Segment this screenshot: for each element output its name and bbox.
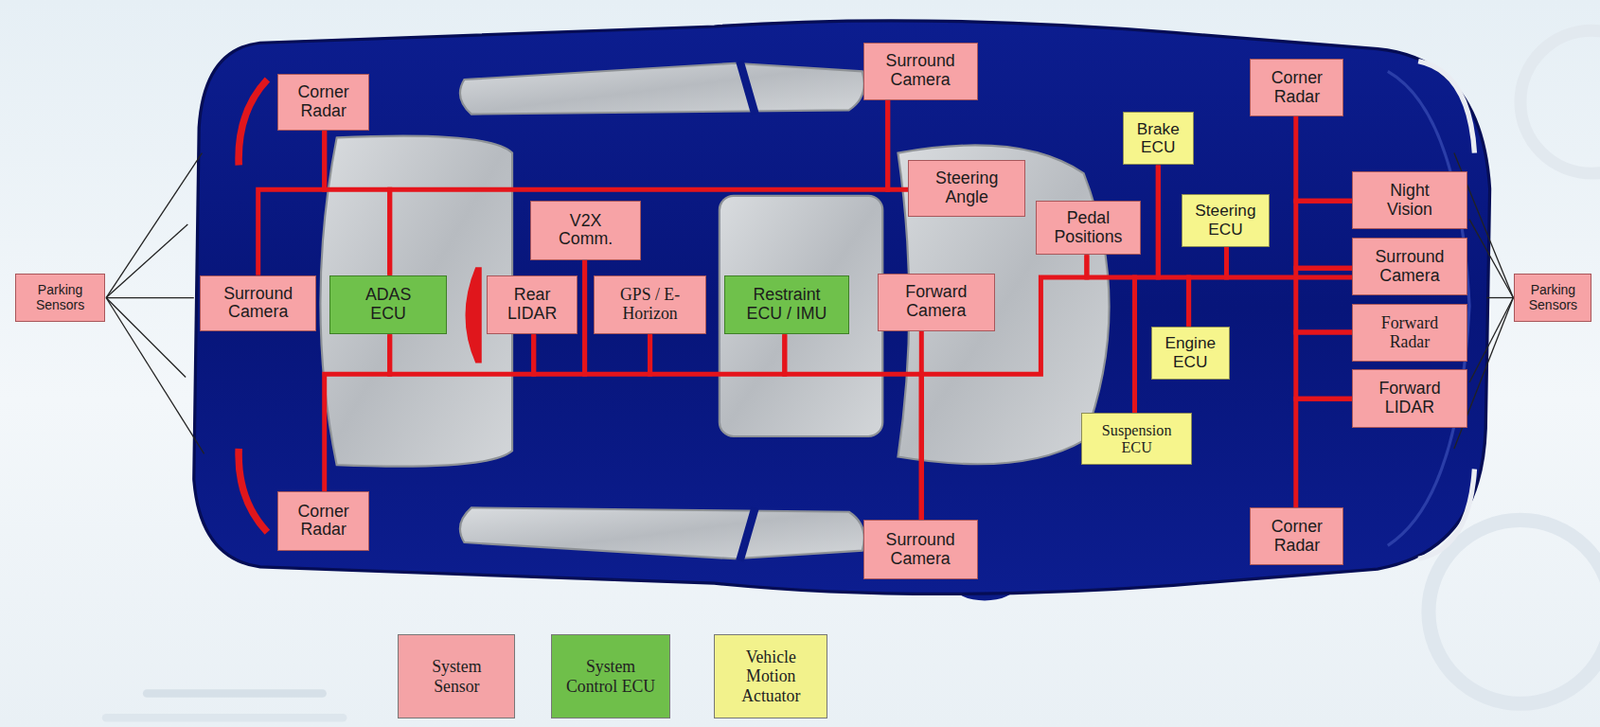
bus-wire: [324, 130, 391, 276]
tail-light: [238, 79, 267, 165]
node-label: Parking Sensors: [24, 283, 96, 313]
sensor-box: Night Vision: [1351, 171, 1468, 230]
sensor-box: Rear LIDAR: [486, 275, 578, 335]
legend-label: System Control ECU: [562, 657, 659, 696]
bus-wire: [258, 130, 325, 276]
faint-bar: [142, 689, 327, 698]
sensor-box: Corner Radar: [1249, 58, 1344, 116]
bus-wire: [1296, 200, 1352, 268]
bus-wire: [1296, 116, 1352, 201]
control-ecu-box: Restraint ECU / IMU: [724, 275, 849, 335]
node-label: V2X Comm.: [554, 212, 617, 250]
bus-wire: [1226, 247, 1353, 278]
node-label: Corner Radar: [1258, 69, 1335, 107]
sensor-box: Pedal Positions: [1035, 200, 1141, 255]
node-label: Rear LIDAR: [501, 285, 564, 324]
sensor-box: Surround Camera: [863, 42, 978, 100]
node-label: ADAS ECU: [357, 285, 420, 324]
bus-wire: [1086, 254, 1136, 413]
legend-label: Vehicle Motion Actuator: [725, 647, 818, 706]
actuator-box: Engine ECU: [1151, 326, 1230, 380]
sunroof: [719, 195, 883, 437]
sensor-box: GPS / E-Horizon: [593, 275, 707, 335]
sensor-box: Forward LIDAR: [1351, 369, 1468, 428]
sensor-box: Surround Camera: [199, 275, 317, 332]
control-ecu-box: ADAS ECU: [329, 275, 447, 335]
car-body: [194, 20, 1491, 595]
bus-wire: [1296, 267, 1352, 333]
sensor-box: Steering Angle: [907, 160, 1026, 217]
node-label: Pedal Positions: [1045, 209, 1133, 248]
sensor-box: Forward Radar: [1351, 303, 1468, 362]
node-label: Engine ECU: [1159, 334, 1222, 372]
sensor-box: Surround Camera: [863, 519, 978, 579]
node-label: Steering Angle: [921, 169, 1014, 208]
faint-gear: [1428, 519, 1600, 704]
sensor-box: Surround Camera: [1351, 237, 1468, 296]
node-label: Surround Camera: [876, 52, 964, 90]
node-label: Steering ECU: [1187, 201, 1264, 239]
bus-wire: [1296, 332, 1352, 399]
node-label: Surround Camera: [1366, 248, 1454, 286]
bus-wire: [1189, 247, 1227, 327]
node-label: Corner Radar: [1258, 517, 1335, 556]
sensor-box: Corner Radar: [1249, 507, 1344, 565]
headlight: [1418, 468, 1475, 559]
node-label: Corner Radar: [284, 502, 362, 541]
node-label: Parking Sensors: [1521, 283, 1585, 313]
door-pillar: [739, 61, 755, 115]
node-label: Forward Radar: [1368, 314, 1451, 353]
node-label: GPS / E-Horizon: [601, 285, 698, 324]
legend-swatch: System Control ECU: [551, 634, 671, 719]
parking-sensor-fan: [106, 153, 1513, 455]
node-label: Restraint ECU / IMU: [735, 285, 838, 324]
rear-window: [320, 136, 513, 467]
node-label: Night Vision: [1368, 181, 1451, 220]
faint-gear: [1520, 30, 1600, 174]
sensor-box: Parking Sensors: [15, 273, 106, 323]
side-window: [460, 507, 865, 559]
node-label: Brake ECU: [1130, 120, 1187, 158]
sensor-box: Corner Radar: [277, 491, 370, 551]
bus-wire: [390, 100, 889, 276]
side-window: [460, 63, 865, 115]
actuator-box: Steering ECU: [1181, 194, 1270, 248]
faint-bar: [102, 713, 348, 723]
legend-swatch: Vehicle Motion Actuator: [713, 634, 828, 719]
door-pillar: [739, 507, 755, 561]
bus-wire: [390, 334, 534, 374]
node-label: Surround Camera: [876, 531, 964, 569]
headlight: [1418, 61, 1475, 154]
bus-wire: [324, 334, 391, 492]
bus-wire: [888, 100, 909, 191]
brake-light: [464, 266, 481, 363]
tail-light: [238, 448, 267, 533]
bus-wire: [650, 334, 785, 374]
bus-wire: [1296, 398, 1352, 508]
legend-swatch: System Sensor: [397, 634, 516, 719]
sensor-box: Parking Sensors: [1513, 273, 1592, 323]
bus-wire: [784, 334, 923, 520]
node-label: Suspension ECU: [1087, 422, 1185, 457]
sensor-box: Corner Radar: [277, 73, 370, 131]
sensor-box: Forward Camera: [877, 273, 996, 332]
legend-label: System Sensor: [410, 657, 503, 696]
node-label: Forward LIDAR: [1368, 379, 1451, 418]
actuator-box: Brake ECU: [1122, 111, 1194, 165]
node-label: Corner Radar: [284, 83, 362, 122]
node-label: Surround Camera: [214, 284, 303, 323]
actuator-box: Suspension ECU: [1081, 412, 1192, 465]
sensor-box: V2X Comm.: [530, 200, 640, 260]
node-label: Forward Camera: [892, 283, 980, 321]
